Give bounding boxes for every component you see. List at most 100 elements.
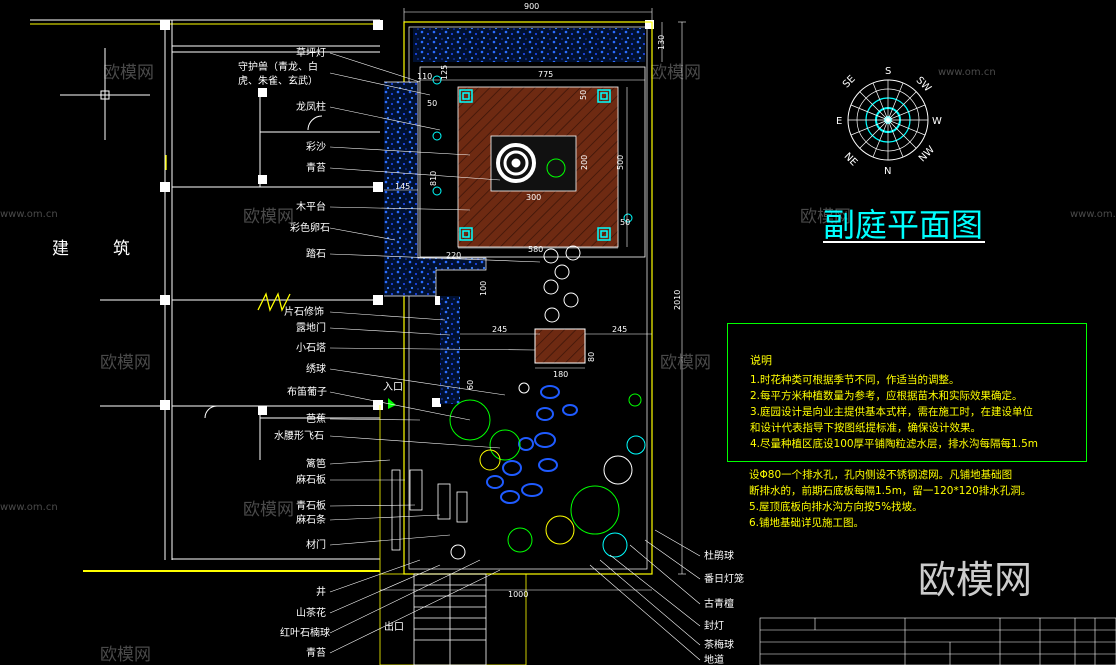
- pebble-strip-top: [413, 28, 645, 62]
- dim-text: 810: [429, 171, 438, 186]
- dim-text: 300: [526, 193, 541, 202]
- label-small-pagoda: 小石塔: [296, 341, 326, 354]
- label-photinia-ball: 红叶石楠球: [280, 626, 330, 639]
- note-line: 4.尽量种植区底设100厚平铺陶粒滤水层，排水沟每隔每1.5m: [750, 438, 1038, 450]
- watermark: 欧模网: [800, 207, 851, 227]
- title-block: [759, 617, 1116, 665]
- watermark: 欧模网: [100, 645, 151, 665]
- dim-text: 100: [479, 281, 488, 296]
- column-markers: [160, 20, 654, 415]
- compass-letter: NE: [842, 151, 860, 169]
- label-garden-gate: 露地门: [296, 321, 326, 334]
- note-line: 断排水的，前期石底板每隔1.5m，留一120*120排水孔洞。: [749, 485, 1032, 497]
- dim-text: 900: [524, 2, 539, 11]
- label-lantern: 番日灯笼: [704, 572, 744, 585]
- watermark-layer: 欧模网 欧模网 www.om.cn www.om.cn 欧模网 欧模网 www.…: [0, 63, 1116, 665]
- label-guardian-beasts: 守护兽（青龙、白: [238, 60, 318, 73]
- label-lawn-lamp: 草坪灯: [296, 46, 326, 59]
- entry-label: 入口: [383, 382, 403, 393]
- label-colored-pebbles: 彩色卵石: [290, 221, 330, 234]
- exit-label: 出口: [384, 620, 404, 633]
- dim-text: 500: [616, 155, 625, 170]
- label-sandalwood: 古青檀: [704, 597, 734, 610]
- watermark: 欧模网: [243, 207, 294, 227]
- watermark: 欧模网: [650, 63, 701, 83]
- label-wood-gate: 材门: [306, 538, 326, 551]
- stepping-stones: [543, 245, 581, 323]
- left-callouts: [329, 52, 541, 654]
- note-line: 5.屋顶底板向排水沟方向按5%找坡。: [749, 501, 923, 513]
- label-bluestone-slab: 青石板: [296, 499, 326, 512]
- compass-letter: NW: [917, 144, 937, 164]
- label-fence: 篱笆: [306, 457, 326, 470]
- bamboo-screen: [379, 405, 468, 574]
- dim-text: 125: [440, 65, 449, 80]
- dim-text: 200: [580, 155, 589, 170]
- dim-text: 130: [657, 35, 666, 50]
- label-well: 井: [316, 585, 326, 598]
- dim-text: 775: [538, 70, 553, 79]
- watermark: www.om.cn: [0, 502, 58, 513]
- dim-text: 245: [612, 325, 627, 334]
- compass-letter: SE: [841, 74, 858, 91]
- label-camellia: 山茶花: [296, 606, 326, 619]
- blue-stepping-stones: [486, 385, 578, 504]
- north-compass: S SW W NW N NE E SE: [836, 66, 942, 177]
- garden-boundary: [403, 21, 653, 575]
- building-label: 建: [52, 239, 69, 259]
- note-line: 设Φ80一个排水孔，孔内侧设不锈钢滤网。凡铺地基础图: [749, 469, 1013, 481]
- label-moss: 青苔: [306, 161, 326, 174]
- label-waist-stones: 水腰形飞石: [274, 430, 324, 442]
- label-dragon-pillar: 龙凤柱: [296, 100, 326, 113]
- compass-letter: N: [884, 166, 891, 177]
- watermark: 欧模网: [243, 500, 294, 520]
- label-wood-deck: 木平台: [296, 200, 326, 213]
- dim-text: 220: [446, 251, 461, 260]
- dim-text: 60: [466, 380, 475, 390]
- label-moss-2: 青苔: [306, 646, 326, 659]
- note-line: 3.庭园设计是向业主提供基本式样，需在施工时，在建设单位: [750, 406, 1034, 418]
- label-banana: 芭蕉: [306, 412, 326, 425]
- building-label: 筑: [113, 239, 130, 259]
- label-azalea-ball: 杜鹃球: [704, 549, 734, 562]
- dim-text: 245: [492, 325, 507, 334]
- dim-text: 50: [620, 218, 630, 227]
- watermark-logo: 欧模网: [918, 558, 1033, 602]
- dragon-phoenix-pillars: [459, 89, 611, 241]
- note-line: 1.时花种类可根据季节不同，作适当的调整。: [750, 374, 960, 386]
- note-line: 2.每平方米种植数量为参考，应根据苗木和实际效果确定。: [750, 390, 1023, 402]
- dim-text: 50: [579, 90, 588, 100]
- right-callouts: [589, 529, 701, 661]
- lawn-lamps: [432, 75, 633, 223]
- entry-arrow: [388, 398, 396, 409]
- label-bamboo-fence: 布笛葡子: [287, 385, 327, 398]
- building-outline: [30, 19, 380, 560]
- right-label-texts: 杜鹃球 番日灯笼 古青檀 封灯 茶梅球 地道: [704, 549, 744, 665]
- label-guardian-beasts-2: 虎、朱雀、玄武）: [238, 74, 318, 87]
- compass-letter: W: [932, 116, 942, 127]
- stone-pagoda-base: [534, 328, 586, 364]
- label-sasanqua-ball: 茶梅球: [704, 638, 734, 651]
- pebble-strip-left: [384, 82, 486, 404]
- dim-text: 2010: [673, 290, 682, 310]
- crosshair: [60, 48, 150, 140]
- dimension-texts: 900 130 775 110 125 50 50 50 500 300 200…: [395, 2, 682, 599]
- notes-heading: 说明: [750, 354, 772, 367]
- watermark: 欧模网: [100, 353, 151, 373]
- label-hydrangea: 绣球: [306, 362, 326, 375]
- dim-text: 80: [587, 352, 596, 362]
- dim-text: 145: [395, 182, 410, 191]
- dim-text: 180: [553, 370, 568, 379]
- planting-beds: [449, 382, 646, 560]
- label-granite-slab: 麻石板: [296, 473, 326, 486]
- left-label-texts: 草坪灯 守护兽（青龙、白 虎、朱雀、玄武） 龙凤柱 彩沙 青苔 木平台 彩色卵石…: [238, 46, 403, 659]
- raked-sand-rings: [496, 143, 566, 183]
- note-line: 和设计代表指导下按图纸提标准，确保设计效果。: [750, 422, 981, 434]
- dim-text: 580: [528, 245, 543, 254]
- watermark: www.om.cn: [1070, 209, 1116, 220]
- label-seal-lamp: 封灯: [704, 619, 724, 632]
- label-slate-trim: 片石修饰: [284, 305, 324, 318]
- label-path: 地道: [704, 653, 724, 665]
- compass-letter: S: [885, 66, 891, 77]
